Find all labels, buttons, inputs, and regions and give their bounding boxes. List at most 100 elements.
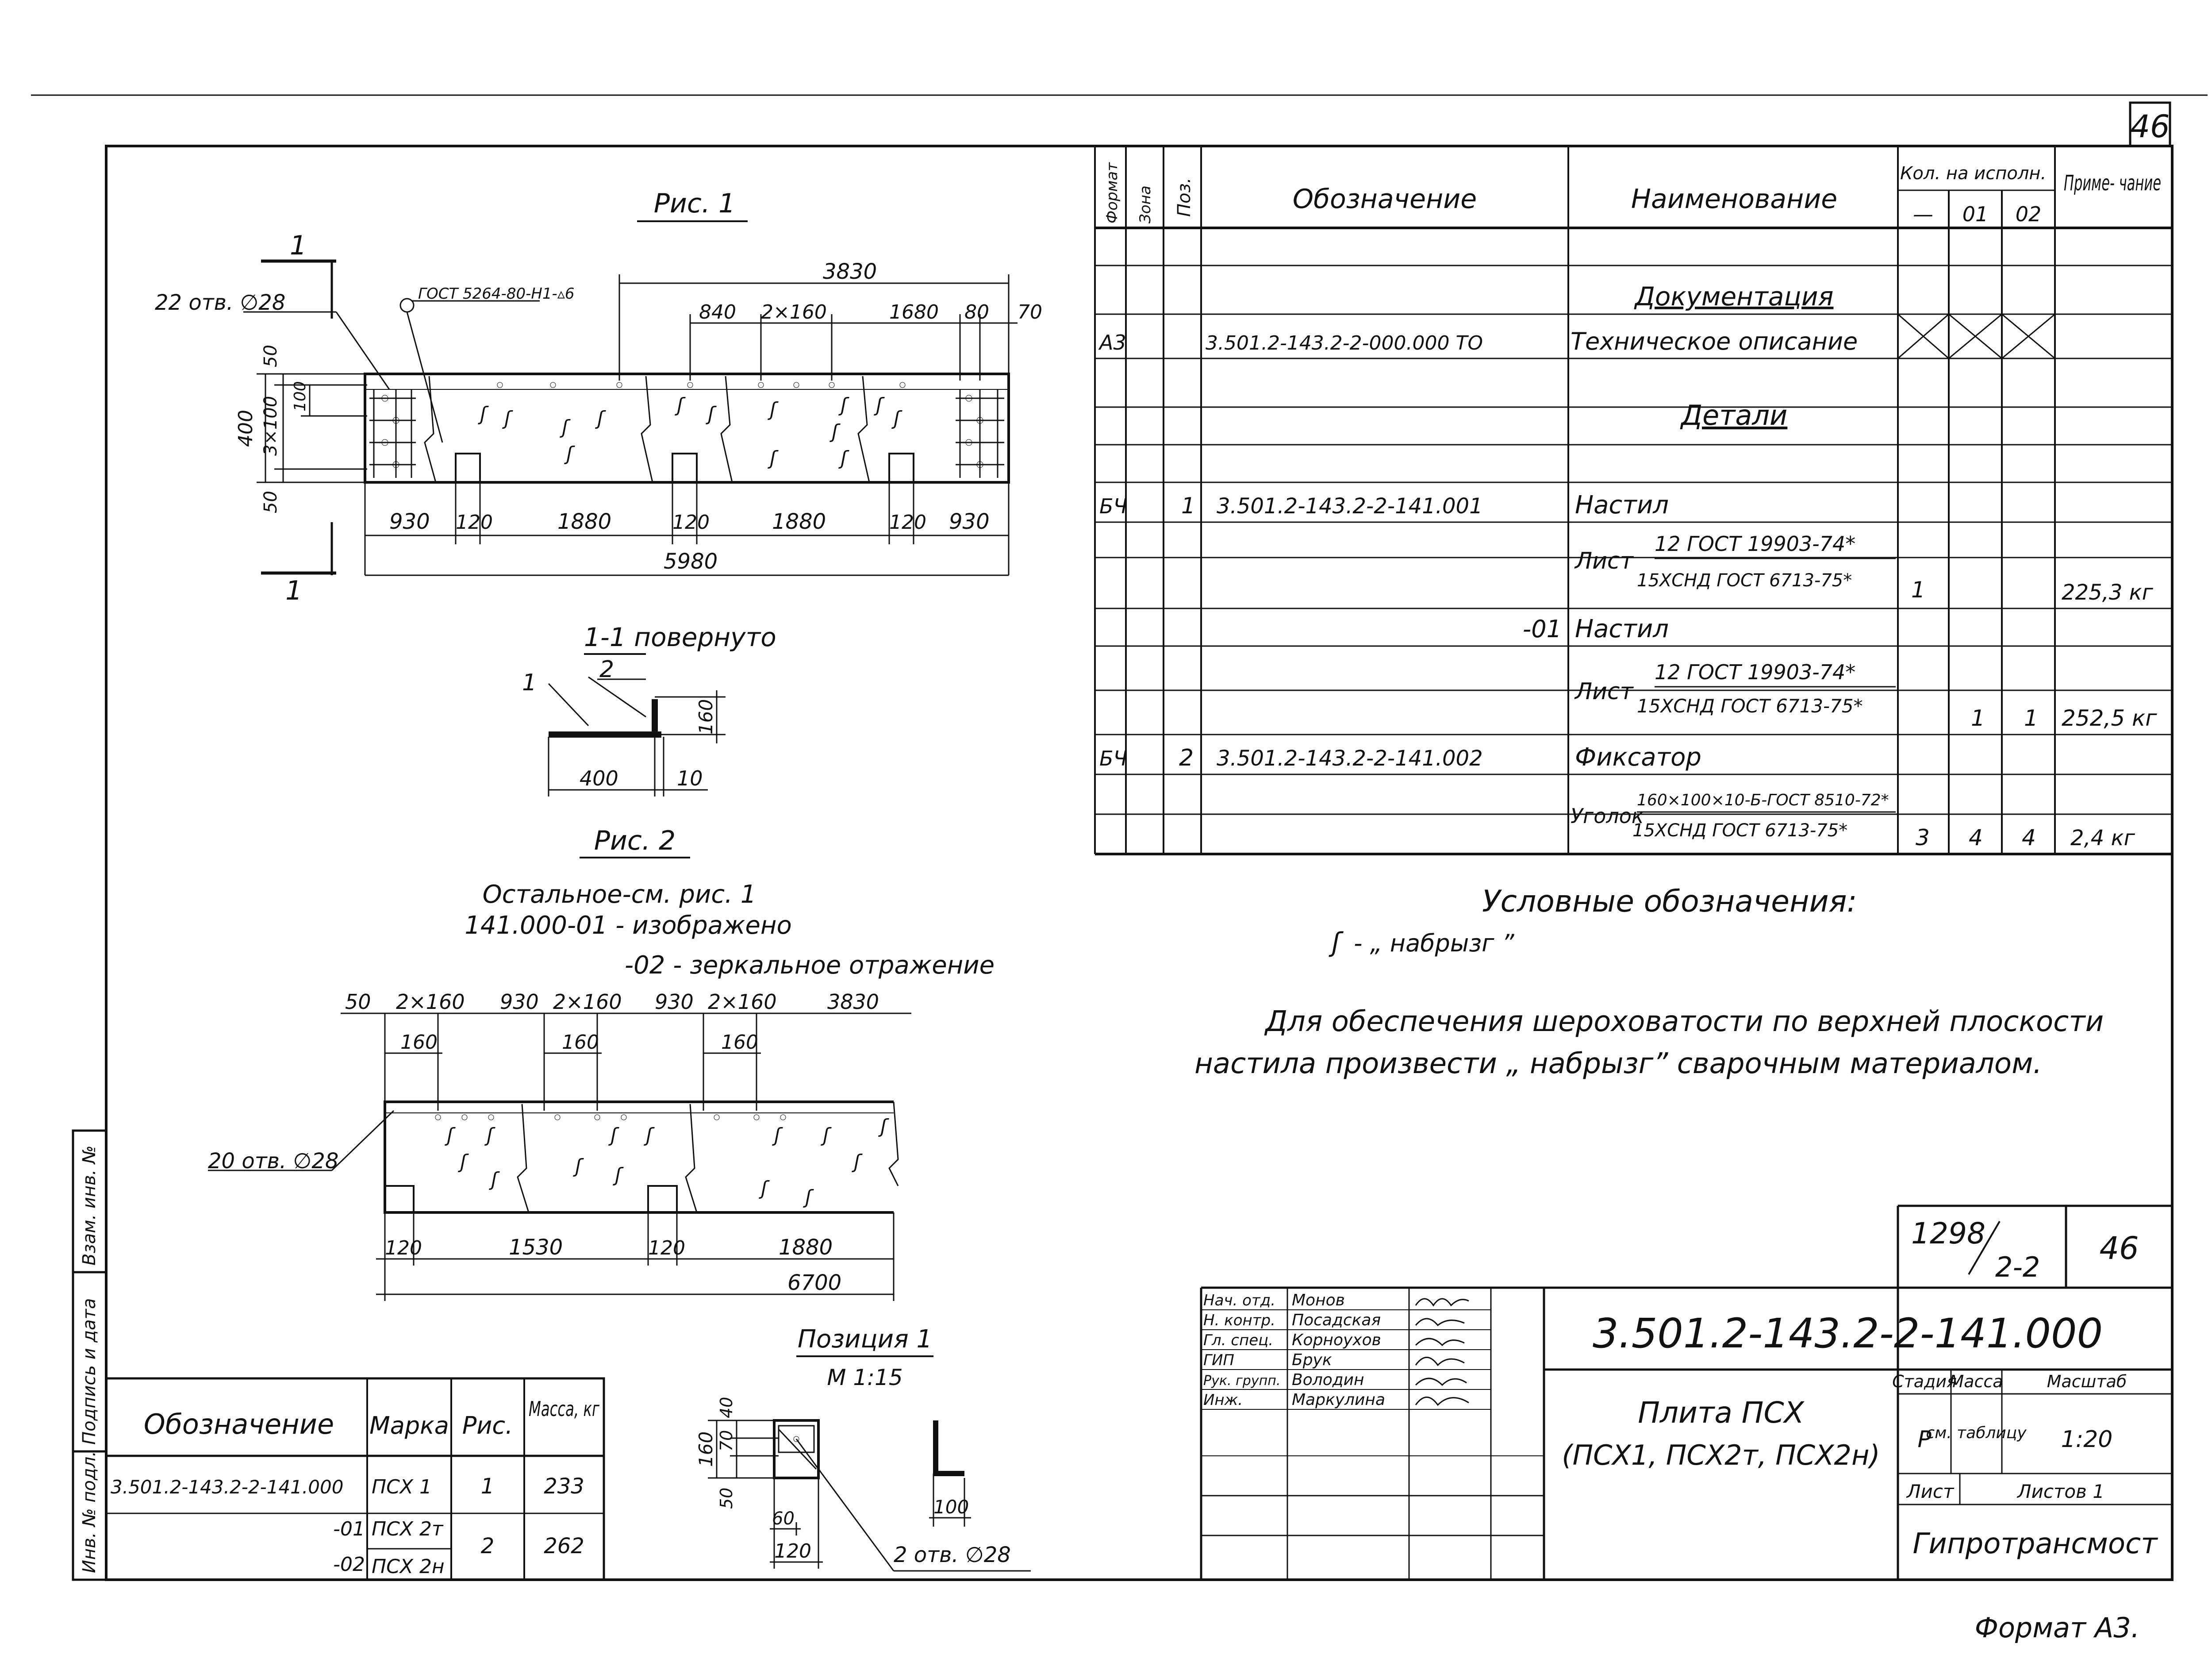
marks-row2-mark: ПСХ 2т xyxy=(372,1518,444,1540)
fig2-dim-120-a: 120 xyxy=(385,1237,422,1259)
spec-row6-name-top: 160×100×10-Б-ГОСТ 8510-72* xyxy=(1637,791,1889,809)
title-scale-label: Масштаб xyxy=(2047,1372,2127,1391)
staff-name-5: Володин xyxy=(1292,1371,1364,1389)
spec-header-qty-0: — xyxy=(1913,202,1933,226)
side-stamp-inv: Инв. № подл. xyxy=(79,1451,100,1573)
fig2-dim-930-a: 930 xyxy=(500,990,539,1014)
section-dim-160: 160 xyxy=(695,699,717,735)
fig1-holes-label: 22 отв. ∅28 xyxy=(155,290,285,315)
spec-row4-name-top: 12 ГОСТ 19903-74* xyxy=(1655,660,1855,684)
fig2-dim-160-b: 160 xyxy=(562,1031,599,1054)
spec-header-note: Приме- чание xyxy=(2064,171,2161,196)
spec-row2-q0: 1 xyxy=(1911,577,1925,603)
fig2-dim-2x160-c: 2×160 xyxy=(708,990,777,1014)
position1-title: Позиция 1 xyxy=(798,1325,932,1354)
fig1-dim-120-a: 120 xyxy=(456,511,493,534)
fig2-dim-160-c: 160 xyxy=(721,1031,758,1054)
fig1-dim-3830: 3830 xyxy=(823,259,877,284)
staff-role-2: Н. контр. xyxy=(1203,1312,1275,1329)
section-pos2: 2 xyxy=(599,656,614,683)
fig1: Рис. 1 1 1 xyxy=(155,188,1042,606)
fig1-dim-120-b: 120 xyxy=(672,511,710,534)
spec-section-parts: Детали xyxy=(1680,399,1788,431)
spec-header-pos: Поз. xyxy=(1174,177,1194,217)
fig2-dim-930-b: 930 xyxy=(655,990,694,1014)
spec-row2-name-bottom: 15ХСНД ГОСТ 6713-75* xyxy=(1637,570,1852,591)
fig1-dim-50-top: 50 xyxy=(261,345,281,367)
spec-row6-prefix: Уголок xyxy=(1571,804,1644,828)
marks-row2-mass: 262 xyxy=(544,1534,584,1558)
fig1-dim-50-bottom: 50 xyxy=(261,491,281,513)
spec-row6-note: 2,4 кг xyxy=(2070,826,2135,850)
fig1-dim-3x100: 3×100 xyxy=(261,396,281,456)
spec-header-designation: Обозначение xyxy=(1293,184,1477,215)
spec-row3-designation: -01 xyxy=(1523,615,1562,643)
fig1-dim-400: 400 xyxy=(234,410,257,447)
marks-row1-fig: 1 xyxy=(481,1474,495,1499)
fig1-dim-840: 840 xyxy=(699,301,736,323)
position1-scale: М 1:15 xyxy=(827,1365,902,1390)
title-org: Гипротрансмост xyxy=(1913,1528,2158,1560)
fig1-dim-1880-a: 1880 xyxy=(557,509,611,534)
position1-dim-70: 70 xyxy=(717,1430,736,1451)
spec-doc-name: Техническое описание xyxy=(1571,327,1858,355)
signatures xyxy=(1415,1298,1469,1406)
fig1-dim-120-c: 120 xyxy=(889,511,926,534)
fig2-note3: -02 - зеркальное отражение xyxy=(625,951,995,980)
fig1-dim-100: 100 xyxy=(291,381,309,412)
svg-text:ʃ: ʃ xyxy=(768,398,779,421)
side-stamp-sign: Подпись и дата xyxy=(79,1298,100,1445)
marks-header-fig: Рис. xyxy=(462,1412,513,1439)
svg-text:ʃ: ʃ xyxy=(560,416,571,439)
position1-dim-40: 40 xyxy=(717,1397,736,1418)
fig2-dim-2x160-b: 2×160 xyxy=(553,990,622,1014)
spec-section-docs: Документация xyxy=(1634,281,1834,312)
fig2-dim-1530: 1530 xyxy=(509,1235,563,1260)
fig2-dim-total: 6700 xyxy=(787,1270,841,1295)
svg-text:ʃ: ʃ xyxy=(502,407,513,430)
spec-table xyxy=(1094,146,2173,855)
spec-header-qty-1: 01 xyxy=(1962,202,1989,226)
spec-row1-designation: 3.501.2-143.2-2-141.001 xyxy=(1217,494,1483,519)
staff-name-2: Посадская xyxy=(1292,1311,1381,1329)
fig1-holes-right xyxy=(956,389,1004,478)
staff-name-6: Маркулина xyxy=(1292,1391,1385,1409)
fig1-dim-80: 80 xyxy=(964,301,989,323)
svg-text:ʃ: ʃ xyxy=(675,394,686,416)
spec-row4-prefix: Лист xyxy=(1574,678,1634,705)
spec-row1-pos: 1 xyxy=(1181,493,1195,519)
svg-text:ʃ: ʃ xyxy=(838,394,849,416)
title-album-part: 2-2 xyxy=(1995,1251,2040,1283)
marks-header-designation: Обозначение xyxy=(144,1408,334,1440)
spec-header-name: Наименование xyxy=(1631,184,1837,215)
title-sheets-label: Листов 1 xyxy=(2016,1481,2104,1502)
svg-text:ʃ: ʃ xyxy=(772,1124,783,1147)
svg-text:ʃ: ʃ xyxy=(768,447,779,469)
svg-text:ʃ: ʃ xyxy=(644,1124,655,1147)
spec-row4-note: 252,5 кг xyxy=(2062,705,2157,731)
title-scale: 1:20 xyxy=(2061,1426,2113,1453)
svg-text:ʃ: ʃ xyxy=(564,443,575,465)
svg-text:ʃ: ʃ xyxy=(891,407,902,430)
svg-text:ʃ: ʃ xyxy=(838,447,849,469)
marks-row3-mark: ПСХ 2н xyxy=(372,1555,445,1578)
position1-dim-160: 160 xyxy=(695,1431,717,1467)
svg-text:ʃ: ʃ xyxy=(458,1151,469,1173)
svg-text:ʃ: ʃ xyxy=(803,1186,814,1208)
fig2-note1: Остальное-см. рис. 1 xyxy=(483,880,757,909)
title-name-line1: Плита ПСХ xyxy=(1638,1396,1805,1430)
fig2-dim-160-a: 160 xyxy=(400,1031,438,1054)
fig1-dim-1880-b: 1880 xyxy=(772,509,826,534)
staff-name-4: Брук xyxy=(1292,1351,1332,1369)
marks-row2-fig: 2 xyxy=(481,1534,495,1558)
position1-angle-face xyxy=(773,1419,820,1479)
svg-text:ʃ: ʃ xyxy=(759,1177,770,1200)
svg-text:ʃ: ʃ xyxy=(613,1164,624,1186)
spec-row2-name-top: 12 ГОСТ 19903-74* xyxy=(1655,532,1855,556)
marks-row3-designation: -02 xyxy=(333,1553,365,1576)
spec-header-qty: Кол. на исполн. xyxy=(1900,163,2046,184)
fig2-dim-50: 50 xyxy=(345,990,371,1014)
position1-holes: 2 отв. ∅28 xyxy=(894,1543,1011,1567)
section-1-1: 1-1 повернуто 1 2 400 10 160 xyxy=(522,622,776,797)
spec-row4-name-bottom: 15ХСНД ГОСТ 6713-75* xyxy=(1637,695,1863,717)
